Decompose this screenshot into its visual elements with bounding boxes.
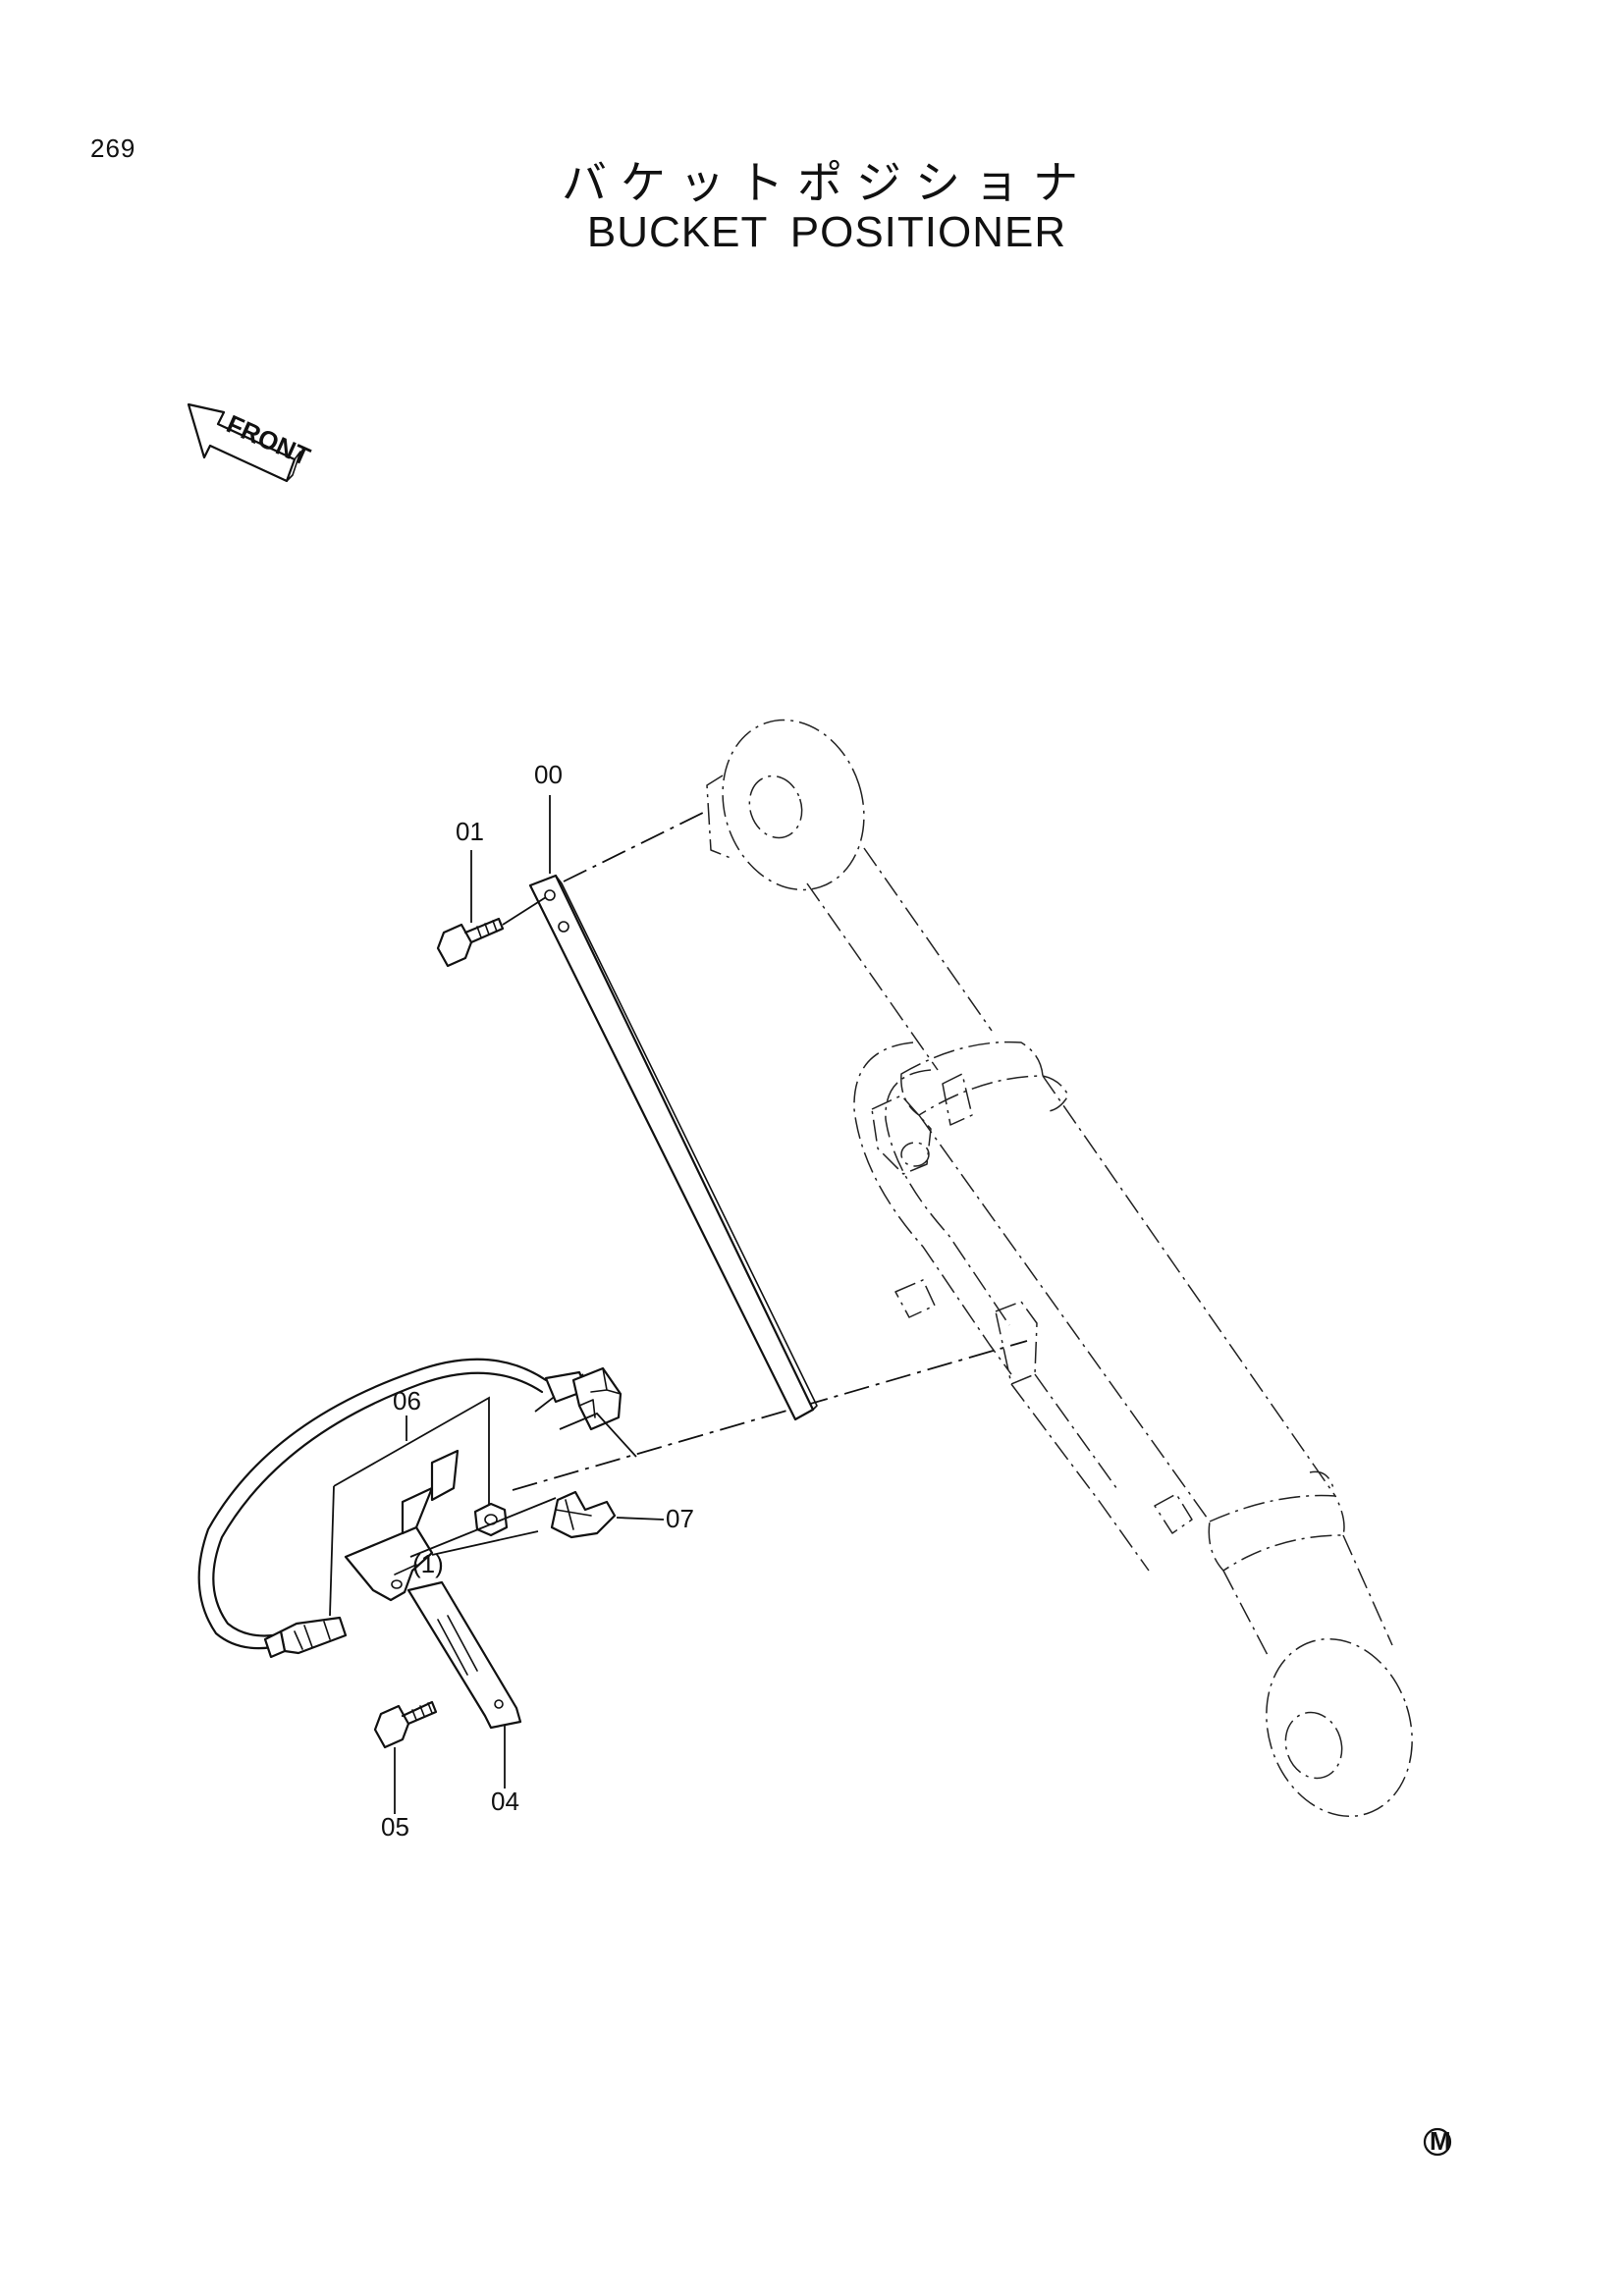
front-arrow-icon: FRONT bbox=[187, 402, 315, 483]
part-04-bracket[interactable]: (1) bbox=[344, 1449, 522, 1730]
callout-01[interactable]: 01 bbox=[456, 817, 484, 846]
page-title-english: BUCKET POSITIONER bbox=[586, 208, 1067, 256]
callout-06[interactable]: 06 bbox=[393, 1386, 421, 1415]
part-01-bolt[interactable] bbox=[436, 896, 547, 968]
part-06-sensor-assembly[interactable] bbox=[197, 1358, 637, 1659]
callout-05[interactable]: 05 bbox=[381, 1812, 409, 1842]
assembly-centerline-upper bbox=[563, 810, 708, 882]
callout-04[interactable]: 04 bbox=[491, 1787, 519, 1816]
circled-m-label: M bbox=[1430, 2126, 1451, 2156]
circled-m-mark: M bbox=[1423, 2126, 1452, 2157]
bucket-cylinder-phantom bbox=[706, 719, 1413, 1818]
callout-00[interactable]: 00 bbox=[534, 760, 563, 789]
part-07-clip[interactable] bbox=[409, 1490, 665, 1558]
page-title-japanese: バケットポジショナ bbox=[562, 156, 1092, 209]
part-05-bolt[interactable] bbox=[373, 1700, 438, 1749]
assembly-centerline-lower bbox=[512, 1340, 1028, 1491]
callout-07[interactable]: 07 bbox=[666, 1504, 694, 1533]
part-00-rod[interactable] bbox=[528, 874, 818, 1421]
page-number: 269 bbox=[90, 133, 136, 163]
